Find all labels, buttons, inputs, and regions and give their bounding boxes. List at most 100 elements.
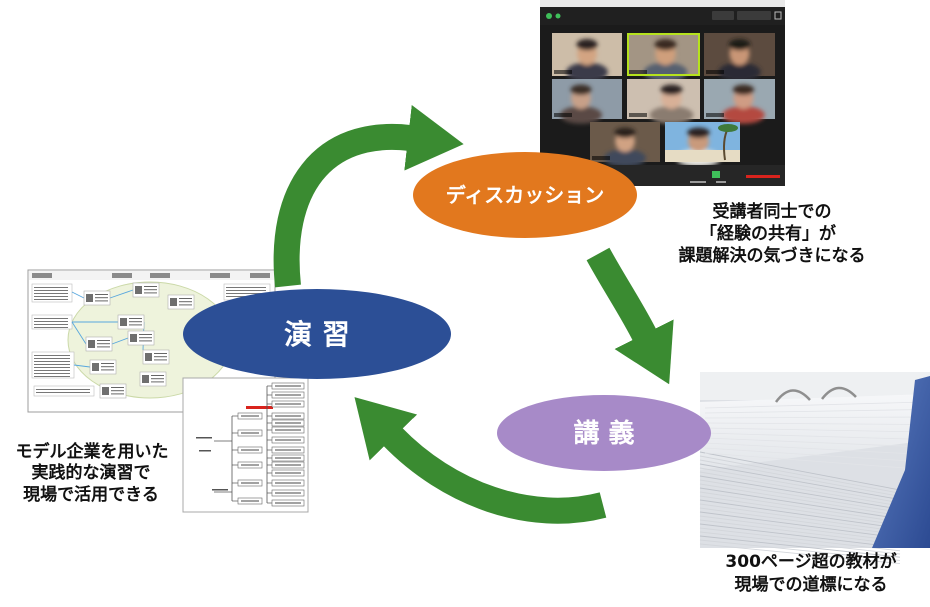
- person-photo: [86, 294, 93, 302]
- toolbar-item: [716, 181, 726, 183]
- caption-line: 現場での道標になる: [735, 574, 888, 595]
- participant-silhouette: [643, 39, 688, 82]
- arrow-discussion-to-lecture: [586, 247, 674, 385]
- participant-hair: [576, 39, 598, 51]
- exercise-caption: モデル企業を用いた 実践的な演習で 現場で活用できる: [16, 441, 169, 505]
- participant-name-tag: [706, 70, 724, 74]
- text-line: [34, 299, 68, 300]
- participant-hair: [660, 84, 683, 96]
- text-line: [144, 286, 157, 287]
- speaker-view-button: [737, 11, 771, 20]
- node-exercise: 演 習: [183, 289, 451, 379]
- person-photo: [130, 334, 137, 342]
- lecture-label: 講 義: [573, 418, 634, 449]
- paper-sheet-line: [704, 442, 926, 455]
- participant-name-tag: [629, 113, 647, 117]
- paper-sheet-line: [704, 416, 926, 419]
- header-label: [210, 273, 230, 278]
- text-line: [34, 318, 68, 319]
- text-line: [275, 415, 301, 417]
- text-line: [95, 300, 108, 302]
- text-line: [36, 389, 90, 390]
- paper-edge-line: [699, 487, 901, 520]
- beach-sand: [665, 150, 740, 162]
- text-line: [34, 324, 68, 325]
- exercise-label: 演 習: [284, 318, 350, 351]
- paper-edge-line: [699, 455, 901, 494]
- paper-edge-line: [699, 507, 901, 536]
- text-line: [226, 290, 266, 291]
- paper-edge-line: [699, 543, 901, 565]
- text-line: [129, 324, 142, 326]
- paper-edge-line: [699, 495, 901, 526]
- tree-label: [199, 450, 211, 452]
- video-tile: [552, 33, 622, 82]
- video-tile: [704, 79, 775, 124]
- text-line: [34, 293, 68, 294]
- caption-line: 現場で活用できる: [23, 484, 159, 505]
- discussion-ellipse: [413, 152, 637, 238]
- paper-edge-line: [699, 519, 901, 545]
- participant-body: [649, 106, 694, 124]
- text-line: [34, 364, 70, 365]
- text-line: [34, 321, 68, 322]
- text-line: [101, 363, 114, 364]
- paper-edge-line: [699, 491, 901, 523]
- text-line: [111, 393, 124, 395]
- text-line: [129, 318, 142, 319]
- text-line: [97, 340, 110, 341]
- lecture-caption: 300ページ超の教材が 現場での道標になる: [725, 551, 896, 595]
- paper-edge-line: [699, 475, 901, 510]
- exercise-ellipse: [183, 289, 451, 379]
- text-line: [144, 292, 157, 294]
- toolbar-item: [690, 181, 706, 183]
- lecture-ellipse: [497, 395, 711, 471]
- participant-silhouette: [566, 39, 608, 82]
- text-line: [241, 449, 259, 451]
- paper-edge-line: [699, 499, 901, 529]
- text-line: [226, 287, 266, 288]
- text-line: [275, 394, 301, 396]
- node-lecture: 講 義: [497, 395, 711, 471]
- participant-silhouette: [604, 127, 646, 167]
- text-line: [111, 387, 124, 388]
- participant-name-tag: [554, 70, 572, 74]
- text-line: [275, 492, 301, 494]
- paper-sheet-line: [704, 452, 926, 470]
- text-line: [34, 358, 70, 359]
- paper-edge-line: [699, 503, 901, 533]
- text-line: [97, 346, 110, 348]
- participant-silhouette: [560, 84, 602, 124]
- paper-edge-line: [699, 511, 901, 539]
- paper-sheet-line: [704, 422, 926, 425]
- text-line: [275, 429, 301, 431]
- text-line: [151, 375, 164, 376]
- text-line: [34, 373, 70, 374]
- person-photo: [145, 353, 152, 361]
- tree-chart-content: [196, 382, 305, 507]
- caption-line: 「経験の共有」が: [700, 223, 836, 244]
- binder-ring: [821, 386, 857, 400]
- paper-edge-line: [699, 483, 901, 517]
- text-line: [34, 355, 70, 356]
- caption-line: 300ページ超の教材が: [725, 551, 896, 572]
- paper-edge-line: [699, 463, 901, 501]
- text-line: [154, 359, 167, 361]
- person-photo: [142, 375, 149, 383]
- text-line: [275, 439, 301, 441]
- paper-edge-line: [699, 523, 901, 549]
- paper-edge-line: [699, 459, 901, 497]
- participant-silhouette: [718, 39, 761, 82]
- tree-chart-document: [182, 377, 309, 513]
- person-photo: [135, 286, 142, 294]
- text-line: [275, 472, 301, 474]
- text-line: [34, 367, 70, 368]
- text-line: [34, 327, 68, 328]
- text-line: [101, 369, 114, 371]
- paper-edge-line: [699, 479, 901, 513]
- caption-line: 受講者同士での: [713, 201, 832, 222]
- paper-sheet-line: [704, 447, 926, 463]
- tree-chart-frame: [182, 377, 309, 513]
- shield-icon: [546, 13, 552, 19]
